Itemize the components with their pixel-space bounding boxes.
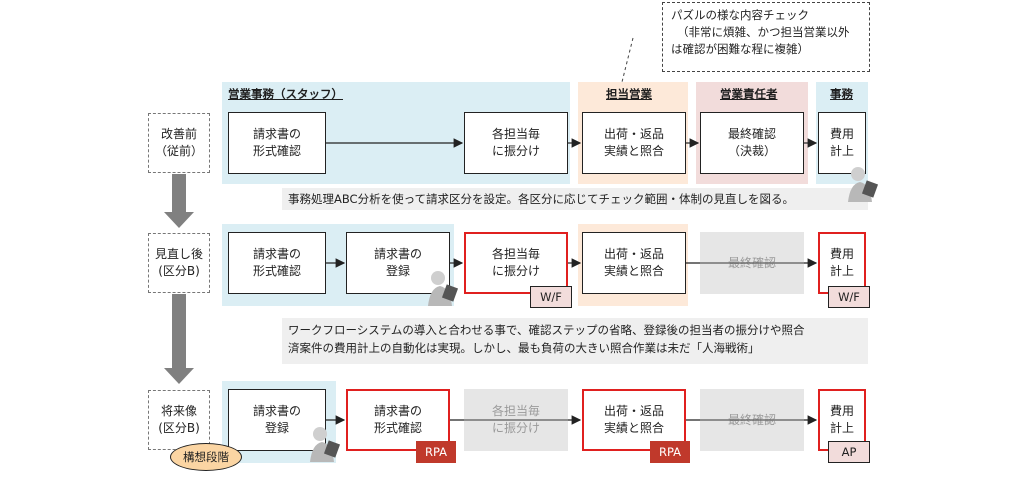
row-label-before-2: （従前） bbox=[154, 144, 203, 158]
callout-note: パズルの様な内容チェック （非常に煩雑、かつ担当営業以外 は確認が困難な程に複雑… bbox=[662, 2, 870, 72]
process-box: 各担当毎 に振分け bbox=[464, 112, 568, 174]
callout-line-1: パズルの様な内容チェック bbox=[671, 8, 809, 22]
process-box: 請求書の 登録 bbox=[346, 232, 450, 294]
box-text: 出荷・返品 bbox=[603, 404, 664, 418]
row-label-future-1: 将来像 bbox=[160, 404, 197, 418]
transition-arrow-1 bbox=[164, 174, 194, 228]
process-box: 請求書の 形式確認 bbox=[228, 112, 326, 174]
row-label-before-1: 改善前 bbox=[160, 127, 197, 141]
callout-connector bbox=[621, 37, 634, 83]
row-label-before: 改善前 （従前） bbox=[148, 113, 210, 173]
lane-title-manager: 営業責任者 bbox=[720, 87, 778, 101]
box-text: 形式確認 bbox=[373, 421, 422, 435]
transition-arrow-2 bbox=[164, 294, 194, 384]
process-box-automated: 請求書の 形式確認 bbox=[346, 389, 450, 451]
box-text: 最終確認 bbox=[727, 127, 776, 141]
rpa-tag: RPA bbox=[416, 441, 456, 463]
concept-stage-oval: 構想段階 bbox=[170, 443, 242, 471]
box-text: 請求書の bbox=[252, 127, 301, 141]
row-label-after-2: (区分B) bbox=[158, 264, 200, 278]
process-box: 請求書の 形式確認 bbox=[228, 232, 326, 294]
rpa-tag: RPA bbox=[650, 441, 690, 463]
box-text: 出荷・返品 bbox=[603, 247, 664, 261]
box-text: 費用 bbox=[829, 127, 854, 141]
box-text: に振分け bbox=[491, 264, 540, 278]
process-box: 出荷・返品 実績と照合 bbox=[582, 112, 686, 174]
box-text: 計上 bbox=[829, 144, 854, 158]
row-label-future-2: (区分B) bbox=[158, 421, 200, 435]
row-label-after: 見直し後 (区分B) bbox=[148, 233, 210, 293]
process-box: 請求書の 登録 bbox=[228, 389, 326, 451]
box-text: 実績と照合 bbox=[603, 421, 664, 435]
box-text: 形式確認 bbox=[252, 264, 301, 278]
process-box: 出荷・返品 実績と照合 bbox=[582, 232, 686, 294]
box-text: 計上 bbox=[829, 421, 854, 435]
process-box-automated: 各担当毎 に振分け bbox=[464, 232, 568, 294]
process-box-automated: 出荷・返品 実績と照合 bbox=[582, 389, 686, 451]
note-workflow-line-1: ワークフローシステムの導入と合わせる事で、確認ステップの省略、登録後の担当者の振… bbox=[288, 323, 805, 337]
note-abc-analysis: 事務処理ABC分析を使って請求区分を設定。各区分に応じてチェック範囲・体制の見直… bbox=[282, 188, 868, 210]
box-text: 計上 bbox=[829, 264, 854, 278]
box-text: 登録 bbox=[264, 421, 289, 435]
box-text: 費用 bbox=[829, 247, 854, 261]
note-workflow-line-2: 済案件の費用計上の自動化は実現。しかし、最も負荷の大きい照合作業は未だ「人海戦術… bbox=[288, 341, 760, 355]
box-text: 各担当毎 bbox=[491, 127, 540, 141]
box-text: 請求書の bbox=[252, 404, 301, 418]
lane-title-staff: 営業事務（スタッフ） bbox=[228, 87, 343, 101]
lane-title-office: 事務 bbox=[830, 87, 853, 101]
process-box-automated: 費用 計上 bbox=[818, 389, 866, 451]
box-text: 請求書の bbox=[252, 247, 301, 261]
process-box: 最終確認 （決裁） bbox=[700, 112, 804, 174]
box-text: 形式確認 bbox=[252, 144, 301, 158]
box-text: に振分け bbox=[491, 144, 540, 158]
wf-tag: W/F bbox=[530, 286, 572, 308]
box-text: 実績と照合 bbox=[603, 144, 664, 158]
person-icon bbox=[310, 427, 341, 462]
box-text: 各担当毎 bbox=[491, 247, 540, 261]
box-text: 請求書の bbox=[373, 404, 422, 418]
box-text: 費用 bbox=[829, 404, 854, 418]
row-label-after-1: 見直し後 bbox=[154, 247, 203, 261]
process-box: 費用 計上 bbox=[818, 112, 866, 174]
box-text: 各担当毎 bbox=[491, 404, 540, 418]
person-icon bbox=[428, 271, 459, 306]
callout-line-3: は確認が困難な程に複雑） bbox=[671, 42, 809, 56]
box-text: 実績と照合 bbox=[603, 264, 664, 278]
callout-line-2: （非常に煩雑、かつ担当営業以外 bbox=[677, 25, 850, 39]
lane-title-sales: 担当営業 bbox=[606, 87, 652, 101]
note-workflow: ワークフローシステムの導入と合わせる事で、確認ステップの省略、登録後の担当者の振… bbox=[282, 318, 868, 364]
ap-tag: AP bbox=[828, 441, 870, 463]
box-text: 出荷・返品 bbox=[603, 127, 664, 141]
person-icon bbox=[848, 167, 879, 202]
box-text: （決裁） bbox=[727, 144, 776, 158]
wf-tag: W/F bbox=[828, 286, 870, 308]
box-text: に振分け bbox=[491, 421, 540, 435]
box-text: 登録 bbox=[385, 264, 410, 278]
box-text: 請求書の bbox=[373, 247, 422, 261]
